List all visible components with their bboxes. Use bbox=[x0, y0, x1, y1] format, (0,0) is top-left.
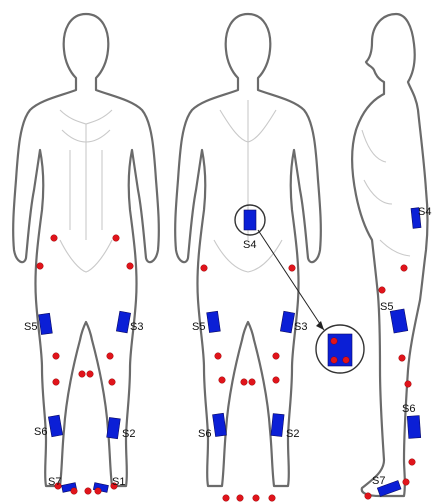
back-marker bbox=[289, 265, 296, 272]
side-label-s4: S4 bbox=[418, 206, 431, 218]
back-figure: S4 S5 S3 S6 S2 bbox=[175, 14, 364, 501]
side-marker bbox=[405, 381, 412, 388]
front-label-s2: S2 bbox=[122, 428, 135, 440]
back-label-s5: S5 bbox=[192, 321, 205, 333]
back-marker bbox=[273, 353, 280, 360]
back-marker bbox=[241, 379, 248, 386]
front-label-s5: S5 bbox=[24, 321, 37, 333]
front-label-s6: S6 bbox=[34, 426, 47, 438]
back-sensor-s4 bbox=[244, 210, 256, 230]
front-marker bbox=[109, 379, 116, 386]
side-marker bbox=[403, 479, 410, 486]
front-marker bbox=[85, 488, 92, 495]
back-label-s6: S6 bbox=[198, 428, 211, 440]
front-figure: S5 S3 S6 S2 S7 S1 bbox=[13, 14, 159, 494]
front-sensor-s5 bbox=[39, 313, 53, 334]
back-marker bbox=[253, 495, 260, 502]
front-marker bbox=[95, 488, 102, 495]
side-marker bbox=[401, 265, 408, 272]
front-marker bbox=[79, 371, 86, 378]
arrow-head-icon bbox=[316, 321, 324, 330]
front-label-s3: S3 bbox=[130, 321, 143, 333]
front-marker bbox=[53, 379, 60, 386]
back-marker bbox=[273, 377, 280, 384]
front-label-s7: S7 bbox=[48, 476, 61, 488]
side-label-s7: S7 bbox=[372, 475, 385, 487]
front-marker bbox=[127, 263, 134, 270]
front-body-outline bbox=[13, 14, 159, 486]
side-label-s5: S5 bbox=[380, 301, 393, 313]
back-label-s4: S4 bbox=[243, 239, 256, 251]
front-marker bbox=[53, 353, 60, 360]
back-label-s3: S3 bbox=[294, 321, 307, 333]
back-marker bbox=[215, 353, 222, 360]
front-marker bbox=[71, 488, 78, 495]
front-marker bbox=[87, 371, 94, 378]
side-marker bbox=[399, 355, 406, 362]
side-label-s6: S6 bbox=[402, 403, 415, 415]
side-marker bbox=[409, 459, 416, 466]
front-marker bbox=[107, 353, 114, 360]
front-marker bbox=[51, 235, 58, 242]
back-marker bbox=[237, 495, 244, 502]
back-marker bbox=[219, 377, 226, 384]
side-figure: S4 S5 S6 S7 bbox=[352, 14, 431, 499]
back-marker bbox=[223, 495, 230, 502]
back-marker bbox=[269, 495, 276, 502]
magnified-electrode bbox=[343, 357, 350, 364]
side-marker bbox=[379, 287, 386, 294]
back-sensor-s2 bbox=[271, 414, 284, 437]
front-marker bbox=[37, 263, 44, 270]
back-label-s2: S2 bbox=[286, 428, 299, 440]
side-marker bbox=[365, 493, 372, 500]
back-marker bbox=[249, 379, 256, 386]
front-label-s1: S1 bbox=[112, 476, 125, 488]
front-marker bbox=[113, 235, 120, 242]
front-sensor-s2 bbox=[107, 417, 121, 438]
back-sensor-s5 bbox=[207, 311, 221, 332]
magnified-electrode bbox=[331, 357, 338, 364]
magnified-electrode bbox=[331, 338, 338, 345]
back-marker bbox=[201, 265, 208, 272]
side-sensor-s6 bbox=[407, 416, 421, 439]
